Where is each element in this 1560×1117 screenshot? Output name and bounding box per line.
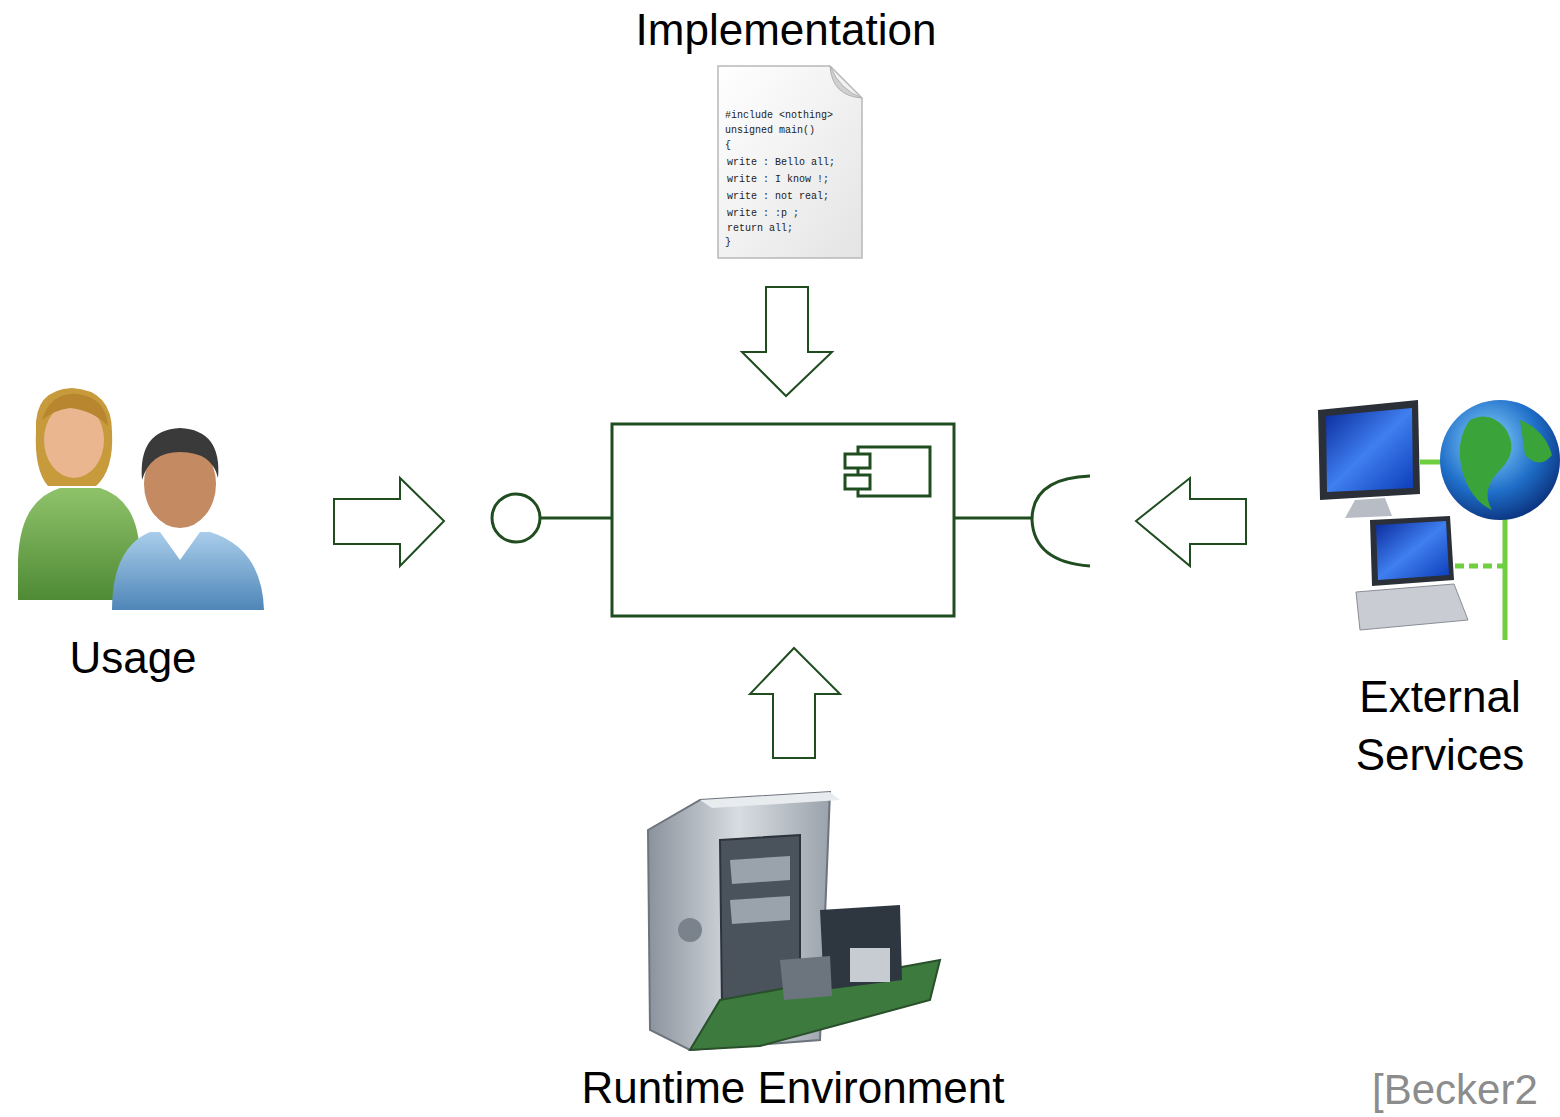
network-icon xyxy=(1318,400,1560,640)
code-line: write : :p ; xyxy=(727,207,859,220)
actor-label: Runtime Environment xyxy=(513,1064,1073,1112)
citation-label: [Becker2 xyxy=(1372,1066,1558,1114)
code-line: unsigned main() xyxy=(725,124,857,137)
code-line: } xyxy=(725,236,857,249)
code-line: write : Bello all; xyxy=(727,156,859,169)
code-line: write : I know !; xyxy=(727,173,859,186)
document-icon xyxy=(718,66,862,258)
component-symbol xyxy=(492,424,1090,616)
actor-label: Usage xyxy=(33,632,233,684)
code-line: #include <nothing> xyxy=(725,109,857,122)
block-arrows xyxy=(334,287,1246,758)
code-line: { xyxy=(725,139,857,152)
computer-icon xyxy=(648,792,940,1050)
actor-label: External Services xyxy=(1335,668,1545,784)
code-line: return all; xyxy=(727,222,859,235)
code-line: write : not real; xyxy=(727,190,859,203)
heading-label: Implementation xyxy=(596,4,976,56)
users-icon xyxy=(18,388,264,610)
